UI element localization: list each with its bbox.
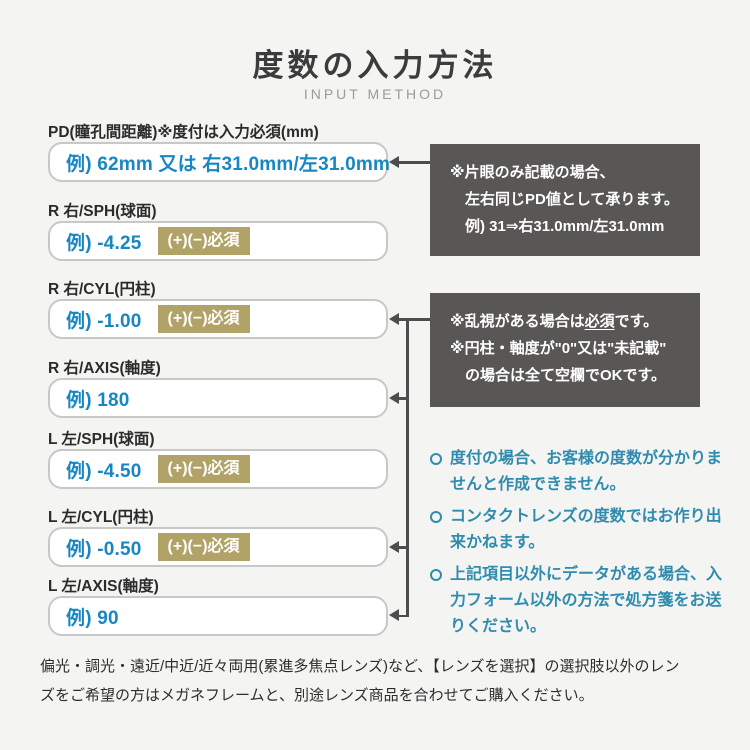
input-l-axis[interactable]: 例) 90 [48,596,388,636]
field-label-l-axis: L 左/AXIS(軸度) [48,578,159,595]
cyl-note-branch-r-cyl [397,318,430,321]
example-value-l-sph: 例) -4.50 [66,460,142,482]
field-label-r-axis: R 右/AXIS(軸度) [48,360,161,377]
bullet-text: コンタクトレンズの度数ではお作り出来かねます。 [450,508,722,551]
required-sign-badge: (+)(−)必須 [157,305,250,333]
input-r-sph[interactable]: 例) -4.25 (+)(−)必須 [48,221,388,261]
cyl-note-line1-underlined: 必須 [584,313,615,330]
l-cyl-arrow-icon [389,541,399,553]
field-label-r-sph: R 右/SPH(球面) [48,203,157,220]
example-value-r-sph: 例) -4.25 [66,232,142,254]
r-axis-arrow-icon [389,392,399,404]
cyl-note-branch-l-cyl [397,546,409,549]
field-label-pd: PD(瞳孔間距離)※度付は入力必須(mm) [48,124,319,141]
pd-connector-line [397,161,430,164]
input-l-cyl[interactable]: 例) -0.50 (+)(−)必須 [48,527,388,567]
field-label-l-sph: L 左/SPH(球面) [48,431,155,448]
input-r-axis[interactable]: 例) 180 [48,378,388,418]
cyl-note-line3: の場合は全て空欄でOKです。 [465,367,667,384]
footer-line2: ズをご希望の方はメガネフレームと、別途レンズ商品を合わせてご購入ください。 [40,687,594,705]
list-item: 上記項目以外にデータがある場合、入力フォーム以外の方法で処方箋をお送りください。 [430,562,730,639]
example-value-l-cyl: 例) -0.50 [66,538,142,560]
bullet-text: 上記項目以外にデータがある場合、入力フォーム以外の方法で処方箋をお送りください。 [450,566,723,635]
field-label-r-cyl: R 右/CYL(円柱) [48,281,156,298]
page-subtitle: INPUT METHOD [303,86,447,102]
example-value-pd: 例) 62mm 又は 右31.0mm/左31.0mm [66,153,391,175]
footer-note: 偏光・調光・遠近/中近/近々両用(累進多焦点レンズ)など、【レンズを選択】の選択… [40,652,730,711]
pd-note-box: ※片眼のみ記載の場合、 左右同じPD値として承ります。 例) 31⇒右31.0m… [430,144,700,256]
connector-trunk-line [406,318,409,617]
r-cyl-arrow-icon [389,313,399,325]
cyl-note-line1-suffix: です。 [614,313,659,330]
circle-bullet-icon [430,569,442,582]
cyl-note-line1: ※乱視がある場合は必須です。 [450,308,690,335]
pd-connector-arrow-icon [389,156,399,168]
cyl-note-line2: ※円柱・軸度が"0"又は"未記載" [450,340,667,357]
circle-bullet-icon [430,511,442,524]
bullet-text: 度付の場合、お客様の度数が分かりませんと作成できません。 [450,450,723,493]
example-value-r-cyl: 例) -1.00 [66,310,142,332]
input-pd[interactable]: 例) 62mm 又は 右31.0mm/左31.0mm [48,142,391,182]
field-label-l-cyl: L 左/CYL(円柱) [48,509,154,526]
caution-bullet-list: 度付の場合、お客様の度数が分かりませんと作成できません。 コンタクトレンズの度数… [430,446,730,646]
list-item: コンタクトレンズの度数ではお作り出来かねます。 [430,504,730,555]
pd-note-line2: 左右同じPD値として承ります。 [465,191,679,208]
page-title: 度数の入力方法 [252,48,498,83]
input-l-sph[interactable]: 例) -4.50 (+)(−)必須 [48,449,388,489]
cyl-note-branch-l-axis [397,614,409,617]
example-value-r-axis: 例) 180 [66,389,130,411]
l-axis-arrow-icon [389,609,399,621]
required-sign-badge: (+)(−)必須 [157,227,250,255]
pd-note-line3: 例) 31⇒右31.0mm/左31.0mm [465,218,665,235]
example-value-l-axis: 例) 90 [66,607,119,629]
list-item: 度付の場合、お客様の度数が分かりませんと作成できません。 [430,446,730,497]
pd-note-line1: ※片眼のみ記載の場合、 [450,164,615,181]
input-r-cyl[interactable]: 例) -1.00 (+)(−)必須 [48,299,388,339]
required-sign-badge: (+)(−)必須 [157,455,250,483]
circle-bullet-icon [430,453,442,465]
cyl-note-branch-r-axis [397,397,409,400]
cyl-axis-note-box: ※乱視がある場合は必須です。 ※円柱・軸度が"0"又は"未記載" の場合は全て空… [430,293,700,407]
footer-line1: 偏光・調光・遠近/中近/近々両用(累進多焦点レンズ)など、【レンズを選択】の選択… [40,658,680,675]
required-sign-badge: (+)(−)必須 [157,533,250,561]
cyl-note-line1-prefix: ※乱視がある場合は [450,313,585,330]
